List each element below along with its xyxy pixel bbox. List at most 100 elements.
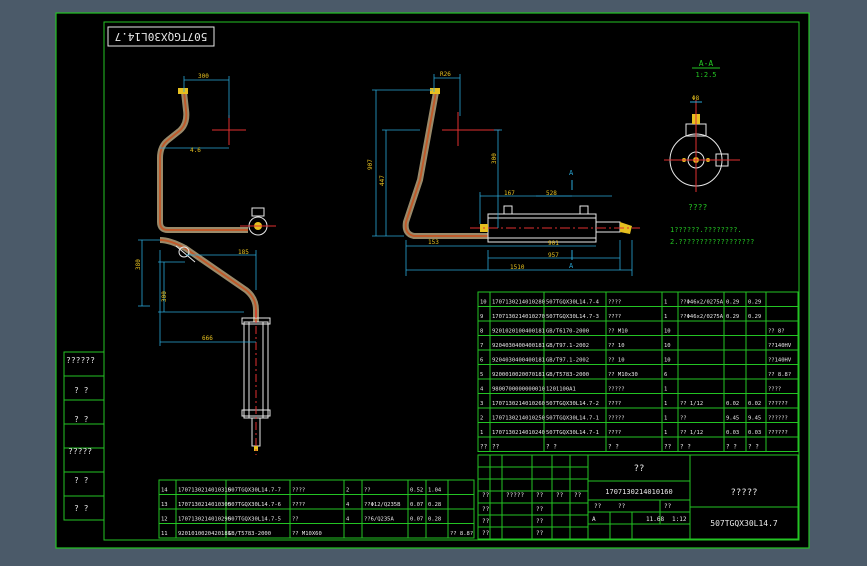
parts-cell-note: ?????? [768,401,788,407]
side-label: ? ? [74,504,89,513]
parts-cell-mat: ?? [680,416,687,422]
dim-label: Φ8 [692,95,700,102]
dim-label: 4.6 [190,147,201,154]
parts-cell-code: 9204030400400181 [492,358,545,364]
parts-cell-name: GB/T97.1-2002 [546,358,589,364]
parts-cell-no: 13 [161,502,168,508]
parts-header-cell: ? ? [726,444,737,451]
parts-cell-desc: ?? M10x30 [608,372,638,378]
parts-cell-qty: 4 [346,502,350,508]
parts-cell-no: 9 [480,314,483,320]
parts-cell-name: 1201100A1 [546,387,576,393]
title-stamp: 507TGQX30L14.7 [115,30,208,43]
parts-cell-mat: ??6/Q235A [364,517,394,523]
tb-label: ?? [618,503,626,510]
parts-cell-w1: 0.29 [726,314,739,320]
parts-cell-w1: 0.07 [410,517,423,523]
dim-label: 1510 [510,264,525,271]
dim-label: 185 [238,249,249,256]
parts-cell-qty: 1 [664,401,667,407]
left-view: 300 4.6 185 300 380 666 [135,73,276,455]
parts-cell-qty: 1 [664,416,667,422]
parts-cell-note: ???? [768,387,781,393]
tb-label: ?? [574,492,582,499]
stage-mark: A [592,516,596,523]
parts-cell-name: GB/T97.1-2002 [546,343,589,349]
parts-cell-no: 1 [480,430,483,436]
parts-cell-code: 9200010020070181 [492,372,545,378]
parts-cell-name: 507TGQX30L14.7-1 [546,416,599,422]
parts-cell-no: 14 [161,488,168,494]
parts-cell-qty: 10 [664,329,671,335]
parts-cell-note: ?? 8? [768,329,785,335]
parts-cell-no: 7 [480,343,483,349]
parts-cell-desc: ?? M10 [608,329,628,335]
dim-label: 153 [428,239,439,246]
parts-cell-w2: 0.28 [428,502,441,508]
parts-cell-qty: 10 [664,343,671,349]
parts-cell-note: ??140HV [768,358,792,364]
parts-cell-qty: 2 [346,488,349,494]
parts-cell-desc: ?? 10 [608,343,625,349]
parts-cell-w1: 0.03 [726,430,739,436]
title-stamp-box [107,26,215,47]
dim-label: 528 [546,190,557,197]
notes-heading: ???? [688,203,707,212]
parts-header-cell: ? ? [748,444,759,451]
section-mark: A [569,262,574,270]
side-label: ? ? [74,476,89,485]
parts-cell-name: 507TGQX30L14.7-4 [546,300,600,306]
parts-cell-qty: 1 [664,430,667,436]
parts-cell-w2: 0.03 [748,430,761,436]
parts-header-cell: ? ? [546,444,557,451]
parts-cell-no: 10 [480,300,487,306]
part-code: 1707130214010160 [605,488,672,496]
product-name: ????? [730,488,757,498]
parts-cell-no: 6 [480,358,483,364]
parts-cell-code: 1707130214010250 [492,416,545,422]
parts-cell-desc: ????? [608,416,625,422]
section-mark: A [569,169,574,177]
parts-header-cell: ?? [664,444,672,451]
parts-cell-no: 5 [480,372,483,378]
parts-cell-code: 1707130214010240 [492,430,545,436]
parts-cell-no: 2 [480,416,483,422]
parts-cell-no: 4 [480,387,484,393]
parts-cell-mat: ??Φ12/Q235B [364,502,401,508]
dim-label: 907 [367,159,374,170]
dim-label: 666 [202,335,213,342]
parts-cell-w1: 0.29 [726,300,739,306]
dim-label: 300 [161,291,168,302]
dim-label: R26 [440,71,451,78]
parts-cell-code: 9201020100400181 [492,329,545,335]
tb-label: ?? [536,518,544,525]
parts-cell-note: ?????? [768,416,788,422]
parts-header-cell: ? ? [608,444,619,451]
dim-label: 380 [135,259,142,270]
parts-header-cell: ? ? [680,444,691,451]
parts-cell-qty: 6 [664,372,667,378]
parts-cell-no: 12 [161,517,168,523]
parts-cell-note: ?? 8.8? [450,531,473,537]
side-label: ?????? [66,356,95,365]
weight: 11.68 [646,516,664,523]
section-view: A-A 1:2.5 Φ8 ???? 1??????.????????. 2.??… [664,59,754,246]
parts-cell-desc: ?? 10 [608,358,625,364]
parts-cell-w2: 1.04 [428,488,442,494]
parts-cell-mat: ??Φ46x2/0275A [680,314,724,320]
parts-cell-desc: ???? [608,401,621,407]
part-name: ?? [634,464,645,474]
tb-label: ?? [536,530,544,537]
parts-cell-qty: 10 [664,358,671,364]
parts-cell-code: 1707130214010270 [492,314,545,320]
tb-label: ?? [594,503,602,510]
side-label-column: ?????? ? ? ? ? ????? ? ? ? ? [63,351,105,521]
parts-cell-w2: 9.45 [748,416,761,422]
parts-cell-name: 507TGQX30L14.7-5 [228,517,281,523]
note-line: 1??????.????????. [670,226,742,234]
tb-label: ?? [556,492,564,499]
parts-cell-w2: 0.29 [748,314,761,320]
